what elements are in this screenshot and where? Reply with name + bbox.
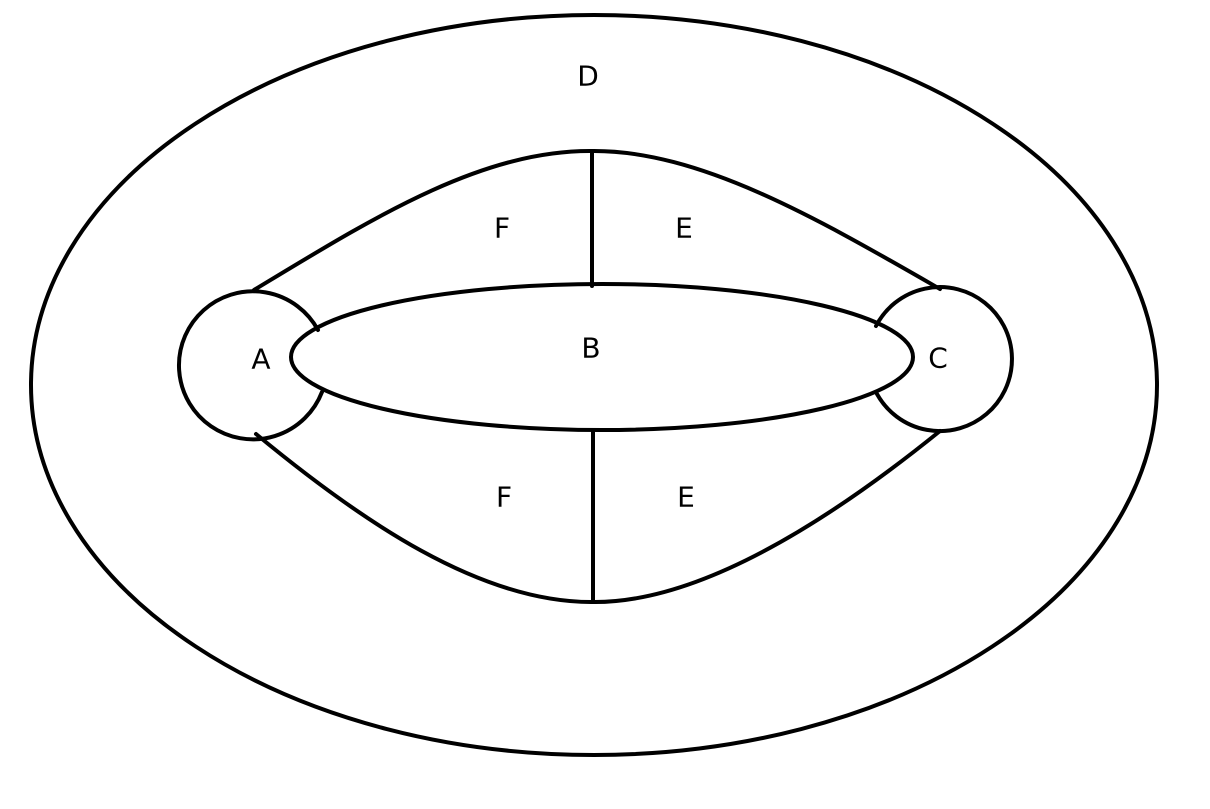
outer-ellipse: [29, 13, 1159, 757]
label-region-c: C: [928, 342, 948, 375]
label-region-d: D: [577, 60, 599, 93]
left-circle: [177, 289, 324, 442]
label-region-f-lower: F: [496, 481, 512, 514]
lower-arc: [254, 429, 942, 605]
upper-arc: [252, 148, 942, 292]
label-region-e-lower: E: [677, 481, 695, 514]
label-region-e-upper: E: [675, 212, 693, 245]
label-region-b: B: [581, 332, 600, 365]
label-region-a: A: [251, 343, 270, 376]
central-ellipse: [289, 282, 915, 432]
right-circle: [874, 285, 1014, 434]
label-region-f-upper: F: [494, 212, 510, 245]
